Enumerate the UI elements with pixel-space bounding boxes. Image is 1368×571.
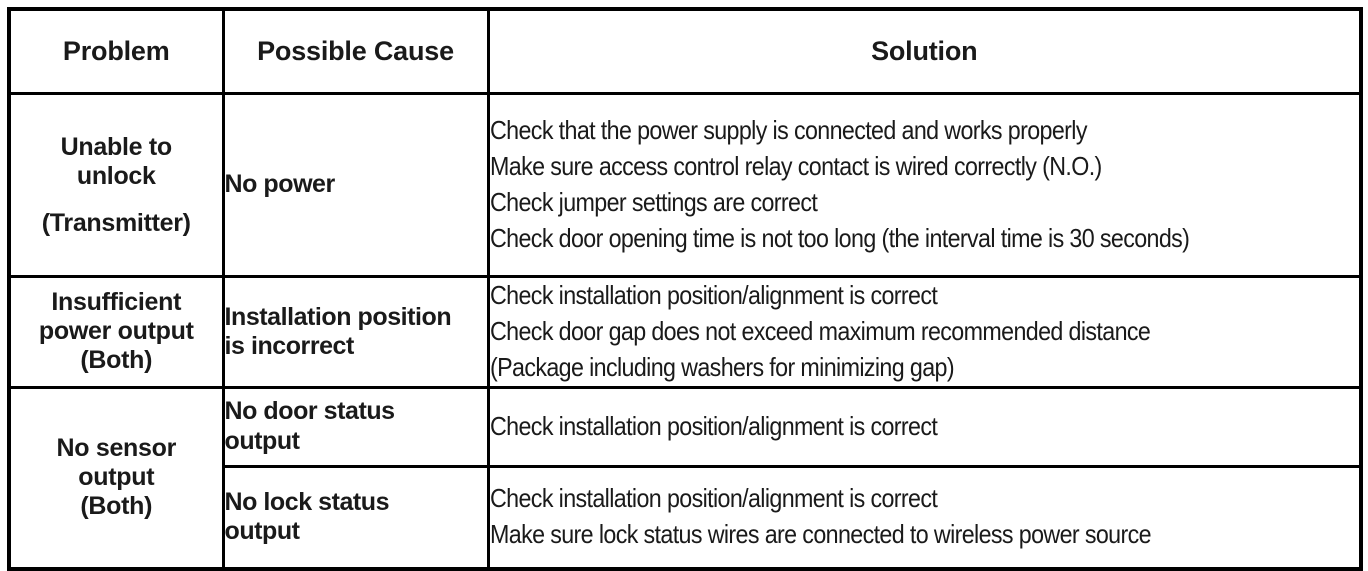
cause-line: No door status [224, 397, 396, 426]
solution-line: Check installation position/alignment is… [489, 483, 938, 514]
cell-cause-no-door-status-output: No door status output [221, 385, 490, 468]
solution-line: Make sure lock status wires are connecte… [489, 519, 1152, 550]
problem-line: Unable to [60, 132, 173, 161]
problem-line: (Both) [80, 492, 153, 521]
cell-problem-no-sensor-output: No sensor output (Both) [7, 385, 225, 571]
cell-solution-no-door-status-output: Check installation position/alignment is… [486, 385, 1363, 468]
cell-problem-unable-to-unlock: Unable to unlock (Transmitter) [7, 92, 225, 278]
solution-line: Check door gap does not exceed maximum r… [489, 315, 1151, 346]
solution-line: Check jumper settings are correct [489, 187, 818, 217]
problem-line: Insufficient [51, 288, 182, 317]
cell-cause-no-power: No power [221, 92, 490, 278]
cell-solution-no-lock-status-output: Check installation position/alignment is… [486, 464, 1363, 571]
solution-line: Check door opening time is not too long … [489, 222, 1190, 253]
table-body: Unable to unlock (Transmitter) No power … [7, 92, 1363, 571]
cell-cause-no-lock-status-output: No lock status output [221, 464, 490, 571]
troubleshooting-table: Problem Possible Cause Solution Unable t… [7, 7, 1363, 571]
table-header: Problem Possible Cause Solution [7, 7, 1363, 95]
problem-line: power output [38, 317, 194, 346]
solution-line: Check installation position/alignment is… [489, 280, 938, 310]
problem-line: (Transmitter) [41, 208, 191, 237]
problem-line: (Both) [80, 346, 153, 375]
cell-problem-insufficient-power-output: Insufficient power output (Both) [7, 275, 225, 389]
cell-solution-insufficient-power-output: Check installation position/alignment is… [486, 275, 1363, 389]
column-header-solution: Solution [486, 7, 1363, 95]
solution-line: Check installation position/alignment is… [489, 410, 938, 441]
cell-cause-installation-position-incorrect: Installation position is incorrect [221, 275, 490, 389]
problem-line: unlock [76, 161, 156, 190]
table-row: No sensor output (Both) No door status o… [7, 385, 1363, 571]
table-row: Insufficient power output (Both) Install… [7, 275, 1363, 389]
solution-line: Check that the power supply is connected… [489, 115, 1087, 146]
cause-line: Installation position [224, 302, 452, 331]
cause-line: output [224, 426, 300, 455]
table-row: No lock status output Check installation… [9, 464, 1363, 571]
header-row: Problem Possible Cause Solution [7, 7, 1363, 95]
solution-line: (Package including washers for minimizin… [489, 351, 955, 382]
cause-line: No power [224, 170, 336, 199]
troubleshooting-table-container: Problem Possible Cause Solution Unable t… [7, 7, 1363, 571]
problem-line: No sensor [56, 434, 177, 463]
cause-line: output [224, 517, 300, 546]
cell-solution-unable-to-unlock: Check that the power supply is connected… [486, 92, 1363, 278]
table-row: Unable to unlock (Transmitter) No power … [7, 92, 1363, 278]
problem-line: output [78, 463, 155, 492]
column-header-problem: Problem [7, 7, 225, 95]
cause-line: is incorrect [224, 331, 355, 360]
solution-line: Make sure access control relay contact i… [489, 151, 1102, 182]
cause-line: No lock status [224, 487, 390, 516]
column-header-possible-cause: Possible Cause [221, 7, 490, 95]
